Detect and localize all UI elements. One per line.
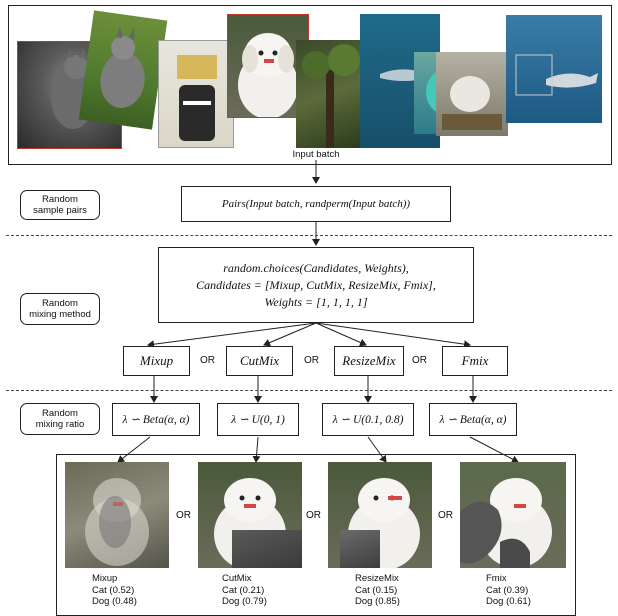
backpack-image bbox=[158, 40, 234, 148]
or-label-result-1: OR bbox=[176, 510, 191, 521]
ratio-box-cutmix: λ ∽ U(0, 1) bbox=[217, 403, 299, 436]
result-caption-cutmix: CutMix Cat (0.21) Dog (0.79) bbox=[222, 573, 267, 608]
section-divider-2 bbox=[6, 390, 612, 391]
tree-image bbox=[296, 40, 364, 148]
pairs-formula-box: Pairs(Input batch, randperm(Input batch)… bbox=[181, 186, 451, 222]
method-mixup-label: Mixup bbox=[139, 353, 174, 368]
shark-cage-image bbox=[506, 15, 602, 123]
result-dog-cutmix: Dog (0.79) bbox=[222, 596, 267, 607]
arrow-method-to-fmix bbox=[315, 322, 471, 349]
or-label-method-1: OR bbox=[200, 355, 215, 366]
ratio-mixup-formula: λ ∽ Beta(α, α) bbox=[122, 413, 190, 426]
result-cat-mixup: Cat (0.52) bbox=[92, 584, 135, 596]
method-formula-line2: Candidates = [Mixup, CutMix, ResizeMix, … bbox=[196, 277, 436, 292]
arrow-method-to-resizemix bbox=[315, 322, 367, 347]
ratio-box-mixup: λ ∽ Beta(α, α) bbox=[112, 403, 200, 436]
method-formula-box: random.choices(Candidates, Weights), Can… bbox=[158, 247, 474, 323]
step-label-sample-pairs: Random sample pairs bbox=[20, 190, 100, 220]
dog-input-image bbox=[227, 14, 309, 118]
method-box-mixup: Mixup bbox=[123, 346, 190, 376]
result-cat-cutmix: Cat (0.21) bbox=[222, 584, 265, 596]
result-caption-fmix: Fmix Cat (0.39) Dog (0.61) bbox=[486, 573, 531, 608]
result-name-mixup: Mixup bbox=[92, 573, 118, 584]
result-name-resizemix: ResizeMix bbox=[355, 573, 399, 584]
step-label-mixing-ratio: Random mixing ratio bbox=[20, 403, 100, 435]
result-cat-resizemix: Cat (0.15) bbox=[355, 584, 398, 596]
arrow-method-to-cutmix bbox=[263, 322, 317, 347]
cutmix-patch bbox=[232, 530, 302, 568]
method-cutmix-label: CutMix bbox=[240, 353, 279, 368]
input-batch-caption: Input batch bbox=[292, 149, 340, 160]
method-formula-line3: Weights = [1, 1, 1, 1] bbox=[264, 294, 368, 309]
result-image-cutmix bbox=[198, 462, 302, 568]
or-label-result-3: OR bbox=[438, 510, 453, 521]
result-dog-mixup: Dog (0.48) bbox=[92, 596, 137, 607]
result-dog-fmix: Dog (0.61) bbox=[486, 596, 531, 607]
method-box-fmix: Fmix bbox=[442, 346, 508, 376]
arrow-method-to-mixup bbox=[147, 322, 317, 349]
dog-grass-image bbox=[78, 10, 168, 130]
result-name-fmix: Fmix bbox=[486, 573, 507, 584]
method-formula-line1: random.choices(Candidates, Weights), bbox=[223, 260, 409, 275]
ratio-cutmix-formula: λ ∽ U(0, 1) bbox=[231, 413, 285, 426]
ratio-box-fmix: λ ∽ Beta(α, α) bbox=[429, 403, 517, 436]
result-name-cutmix: CutMix bbox=[222, 573, 252, 584]
ratio-fmix-formula: λ ∽ Beta(α, α) bbox=[439, 413, 507, 426]
or-label-result-2: OR bbox=[306, 510, 321, 521]
result-dog-resizemix: Dog (0.85) bbox=[355, 596, 400, 607]
section-divider-1 bbox=[6, 235, 612, 236]
pairs-formula: Pairs(Input batch, randperm(Input batch)… bbox=[221, 198, 411, 210]
step-label-mixing-method: Random mixing method bbox=[20, 293, 100, 325]
method-fmix-label: Fmix bbox=[461, 353, 489, 368]
method-box-resizemix: ResizeMix bbox=[334, 346, 404, 376]
resizemix-patch bbox=[340, 530, 380, 568]
chicken-image bbox=[436, 52, 508, 136]
method-box-cutmix: CutMix bbox=[226, 346, 293, 376]
or-label-method-2: OR bbox=[304, 355, 319, 366]
result-image-mixup bbox=[65, 462, 169, 568]
result-caption-resizemix: ResizeMix Cat (0.15) Dog (0.85) bbox=[355, 573, 400, 608]
input-batch-panel bbox=[8, 5, 612, 165]
result-cat-fmix: Cat (0.39) bbox=[486, 584, 529, 596]
result-caption-mixup: Mixup Cat (0.52) Dog (0.48) bbox=[92, 573, 137, 608]
method-resizemix-label: ResizeMix bbox=[342, 353, 396, 368]
result-image-fmix bbox=[460, 462, 566, 568]
ratio-box-resizemix: λ ∽ U(0.1, 0.8) bbox=[322, 403, 414, 436]
result-image-resizemix bbox=[328, 462, 432, 568]
ratio-resizemix-formula: λ ∽ U(0.1, 0.8) bbox=[332, 413, 404, 426]
or-label-method-3: OR bbox=[412, 355, 427, 366]
